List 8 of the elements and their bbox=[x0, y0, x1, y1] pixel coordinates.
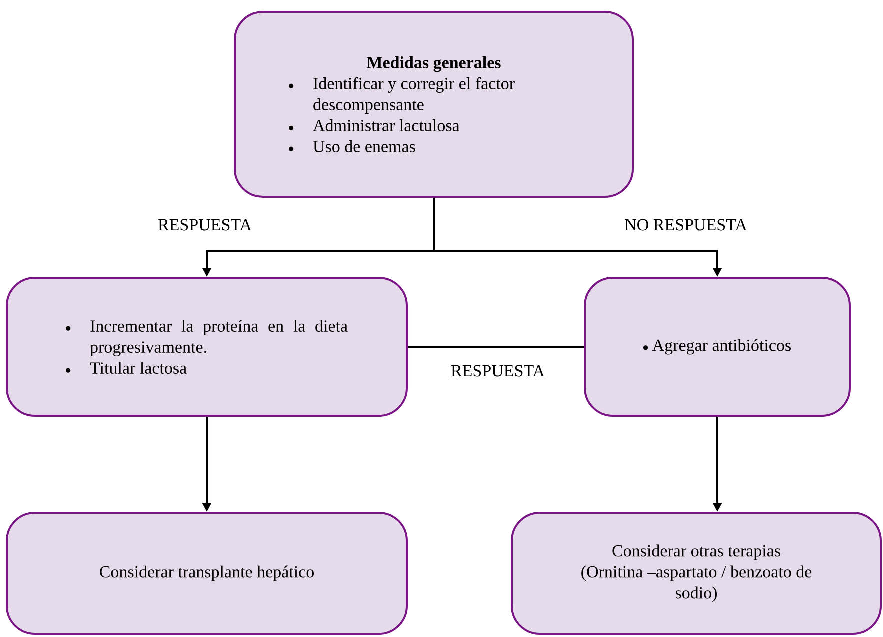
process-box: Considerar transplante hepático bbox=[6, 512, 408, 635]
process-box: Incrementar la proteína en la dieta progresivamente. Titular lactosa bbox=[6, 277, 408, 417]
edge-label: NO RESPUESTA bbox=[624, 218, 748, 232]
edge-label: RESPUESTA bbox=[156, 218, 254, 232]
process-box: Considerar otras terapias (Ornitina –aspartato / benzoato de sodio) bbox=[511, 512, 882, 635]
process-box: Medidas generales Identificar y corregir el factor descompensante Administrar lactulosa Uso de enemas bbox=[234, 11, 634, 198]
edge-label: RESPUESTA bbox=[450, 364, 546, 378]
process-box: Agregar antibióticos bbox=[584, 277, 851, 417]
